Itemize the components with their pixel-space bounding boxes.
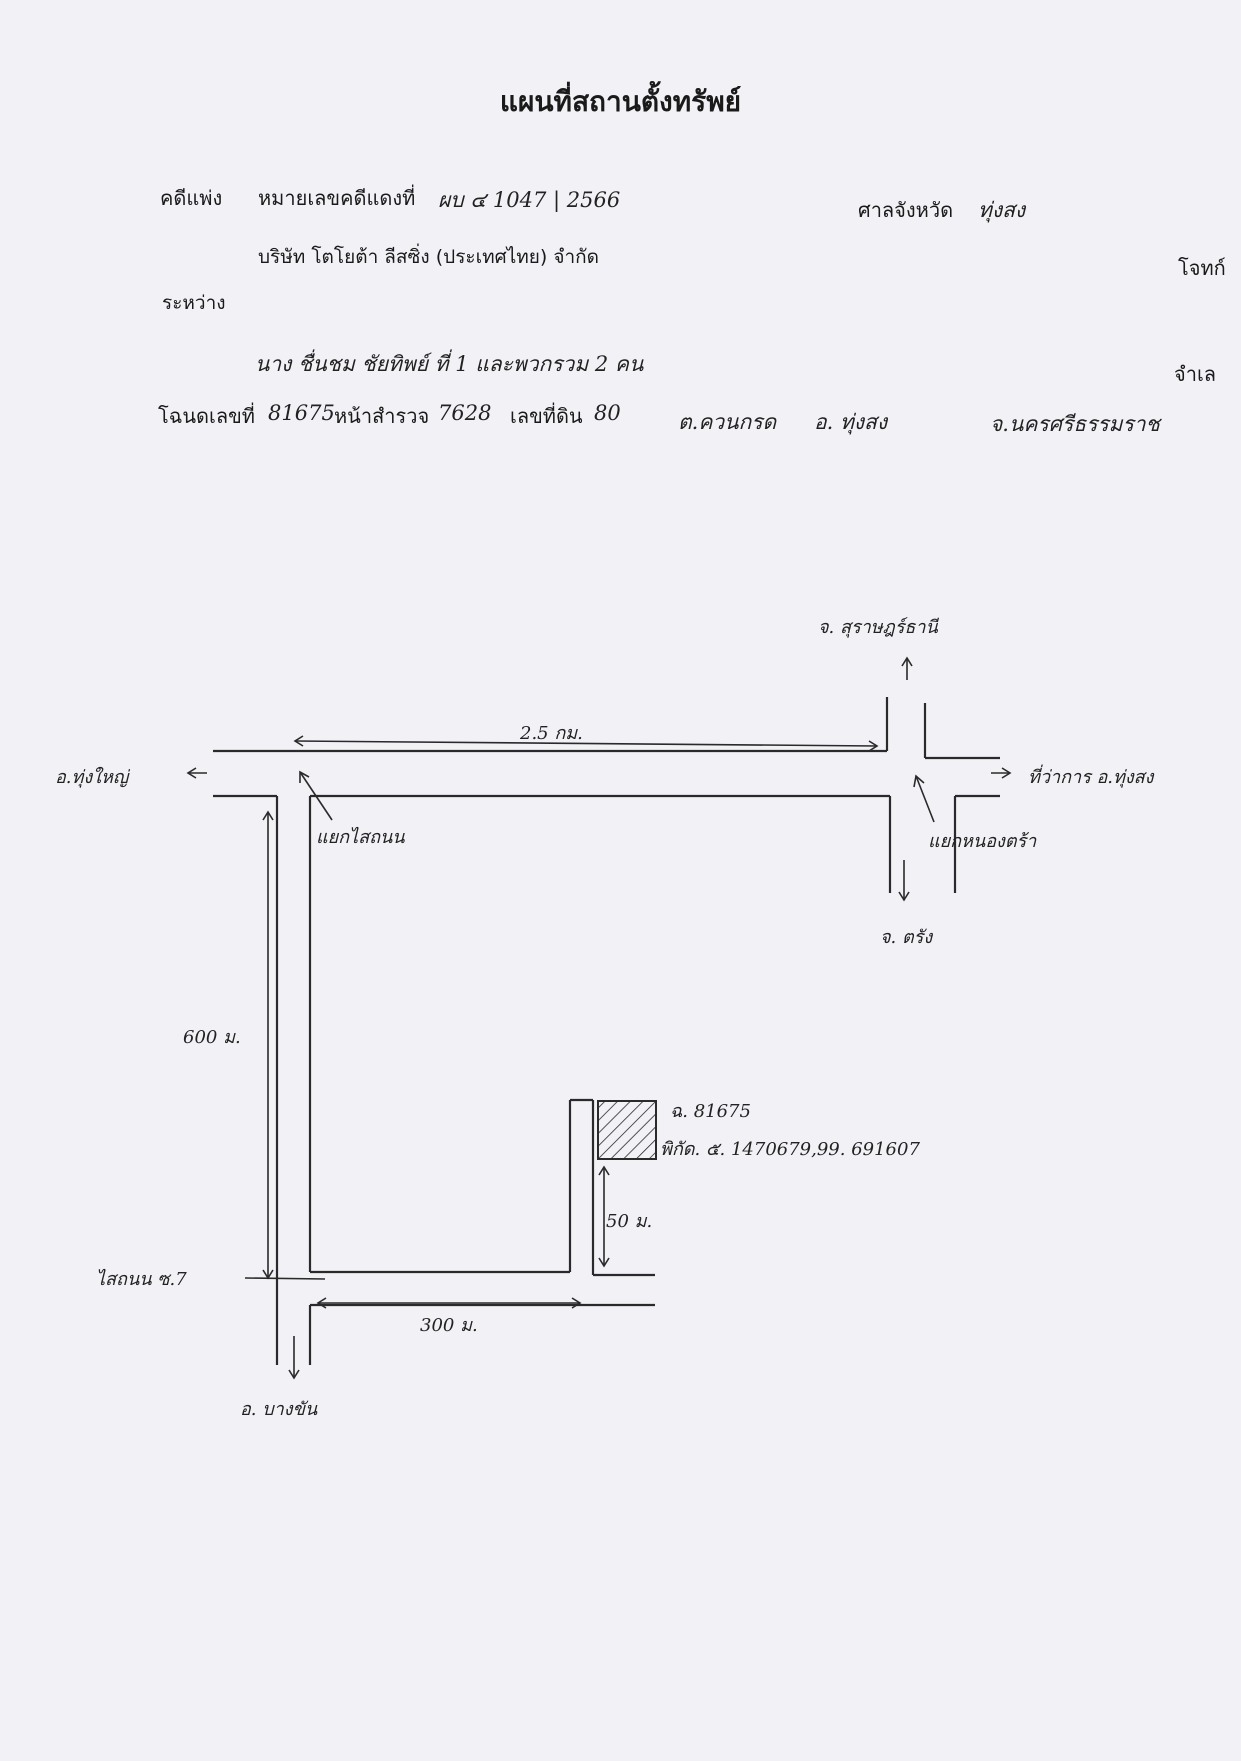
survey-value: 7628 — [438, 401, 492, 425]
page-title: แผนที่สถานตั้งทรัพย์ — [499, 85, 742, 118]
survey-label: หน้าสำรวจ — [334, 404, 430, 428]
land-no-value: 80 — [594, 401, 621, 425]
parcel-coordinates: พิกัด. ๕. 1470679,99. 691607 — [660, 1139, 920, 1160]
between-label: ระหว่าง — [162, 292, 226, 314]
junction-west-label: แยกไสถนน — [316, 827, 405, 848]
distance-right: 50 ม. — [606, 1211, 653, 1232]
defendant-name: นาง ชื่นชม ชัยทิพย์ ที่ 1 และพวกรวม 2 คน — [255, 352, 644, 376]
case-number-label: หมายเลขคดีแดงที่ — [258, 186, 416, 210]
plaintiff-role: โจทก์ — [1178, 256, 1226, 280]
case-number-value: ผบ ๔ 1047 | 2566 — [438, 188, 621, 212]
west-destination: อ.ทุ่งใหญ่ — [55, 767, 129, 788]
court-label: ศาลจังหวัด — [858, 198, 954, 222]
land-no-label: เลขที่ดิน — [510, 404, 583, 428]
north-destination: จ. สุราษฎร์ธานี — [818, 617, 938, 638]
distance-bottom: 300 ม. — [420, 1315, 478, 1336]
deed-label: โฉนดเลขที่ — [158, 404, 255, 428]
subdistrict: ต.ควนกรด — [678, 410, 777, 434]
province: จ.นครศรีธรรมราช — [990, 412, 1160, 436]
south-destination: จ. ตรัง — [880, 927, 933, 948]
soi-label: ไสถนน ซ.7 — [96, 1269, 187, 1290]
junction-east-leader — [915, 775, 935, 823]
plaintiff-name: บริษัท โตโยต้า ลีสซิ่ง (ประเทศไทย) จำกัด — [258, 246, 600, 268]
distance-top: 2.5 กม. — [520, 723, 583, 744]
property-parcel — [597, 1100, 657, 1160]
deed-number: 81675 — [268, 401, 335, 425]
parcel-deed-label: ฉ. 81675 — [670, 1101, 751, 1122]
dimension-line-top — [294, 740, 878, 747]
junction-east-label: แยกหนองตร้า — [928, 831, 1037, 852]
defendant-role: จำเล — [1174, 362, 1217, 386]
court-value: ทุ่งสง — [978, 198, 1026, 222]
bottom-destination: อ. บางขัน — [240, 1399, 318, 1420]
junction-west-leader — [299, 771, 333, 821]
distance-left: 600 ม. — [183, 1027, 241, 1048]
east-destination: ที่ว่าการ อ.ทุ่งสง — [1028, 767, 1154, 788]
case-type-label: คดีแพ่ง — [160, 186, 223, 210]
district: อ. ทุ่งสง — [814, 410, 888, 434]
